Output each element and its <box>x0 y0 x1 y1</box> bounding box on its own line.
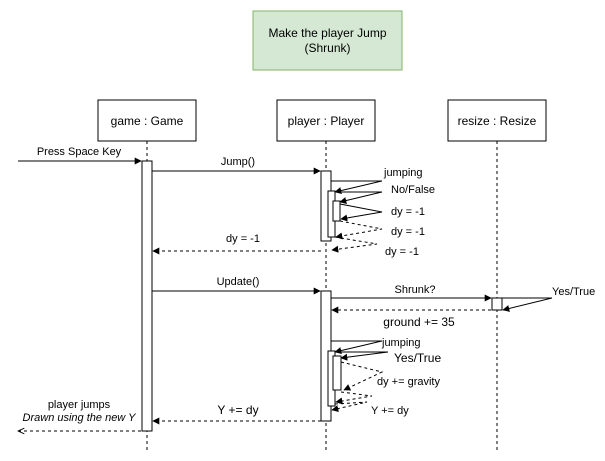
y-return-label: Y += dy <box>217 403 258 417</box>
drawn-new-y-label: Drawn using the new Y <box>23 412 137 424</box>
dy-return-label: dy = -1 <box>226 233 260 245</box>
message-update: Update() <box>152 276 321 295</box>
message-dy-c: dy = -1 <box>331 236 419 258</box>
message-yes-true-resize: Yes/True <box>502 286 595 312</box>
message-ground-return: ground += 35 <box>331 306 491 329</box>
message-dy-a: dy = -1 <box>339 203 425 222</box>
message-jumping-1: jumping <box>331 167 423 194</box>
activation-player-jump-nested-2 <box>332 200 341 222</box>
lifeline-player: player : Player <box>276 99 376 450</box>
lifeline-player-label: player : Player <box>288 114 365 128</box>
dy-b-label: dy = -1 <box>391 226 425 238</box>
message-no-false: No/False <box>335 184 435 204</box>
lifeline-game-box <box>97 99 197 142</box>
y-self-label: Y += dy <box>371 405 409 417</box>
shrunk-label: Shrunk? <box>395 284 436 296</box>
lifeline-resize-box <box>447 99 547 142</box>
title-line-2: (Shrunk) <box>304 41 350 55</box>
message-dy-gravity: dy += gravity <box>340 361 440 391</box>
jump-label: Jump() <box>221 156 255 168</box>
message-player-jumps: player jumps Drawn using the new Y <box>18 399 141 431</box>
dy-c-label: dy = -1 <box>385 246 419 258</box>
title-box <box>252 10 403 71</box>
lifeline-player-box <box>276 99 376 142</box>
activation-player-update-nested-2 <box>332 355 342 391</box>
player-jumps-label: player jumps <box>48 399 111 411</box>
message-press-space: Press Space Key <box>18 146 142 165</box>
activation-game <box>141 160 153 432</box>
lifeline-game-label: game : Game <box>111 114 184 128</box>
title-line-1: Make the player Jump <box>268 26 386 40</box>
no-false-label: No/False <box>391 184 435 196</box>
yes-true-resize-label: Yes/True <box>552 286 595 298</box>
message-y-self: Y += dy <box>331 391 409 417</box>
message-shrunk: Shrunk? <box>331 284 492 302</box>
lifeline-game: game : Game <box>97 99 197 450</box>
yes-true-2-label: Yes/True <box>394 351 441 365</box>
lifeline-resize-label: resize : Resize <box>458 114 537 128</box>
title-note: Make the player Jump (Shrunk) <box>252 10 403 71</box>
ground-return-label: ground += 35 <box>383 315 455 329</box>
activation-resize <box>491 297 503 311</box>
lifeline-resize: resize : Resize <box>447 99 547 450</box>
dy-gravity-label: dy += gravity <box>377 376 440 388</box>
press-space-label: Press Space Key <box>37 146 122 158</box>
jumping-2-label: jumping <box>381 337 421 349</box>
message-jump: Jump() <box>152 156 321 175</box>
message-dy-return: dy = -1 <box>152 233 321 255</box>
message-dy-b: dy = -1 <box>335 220 425 240</box>
dy-a-label: dy = -1 <box>391 206 425 218</box>
message-yes-true-2: Yes/True <box>335 351 441 365</box>
message-y-return: Y += dy <box>152 403 321 425</box>
update-label: Update() <box>217 276 260 288</box>
jumping-1-label: jumping <box>383 167 423 179</box>
message-jumping-2: jumping <box>331 337 421 354</box>
